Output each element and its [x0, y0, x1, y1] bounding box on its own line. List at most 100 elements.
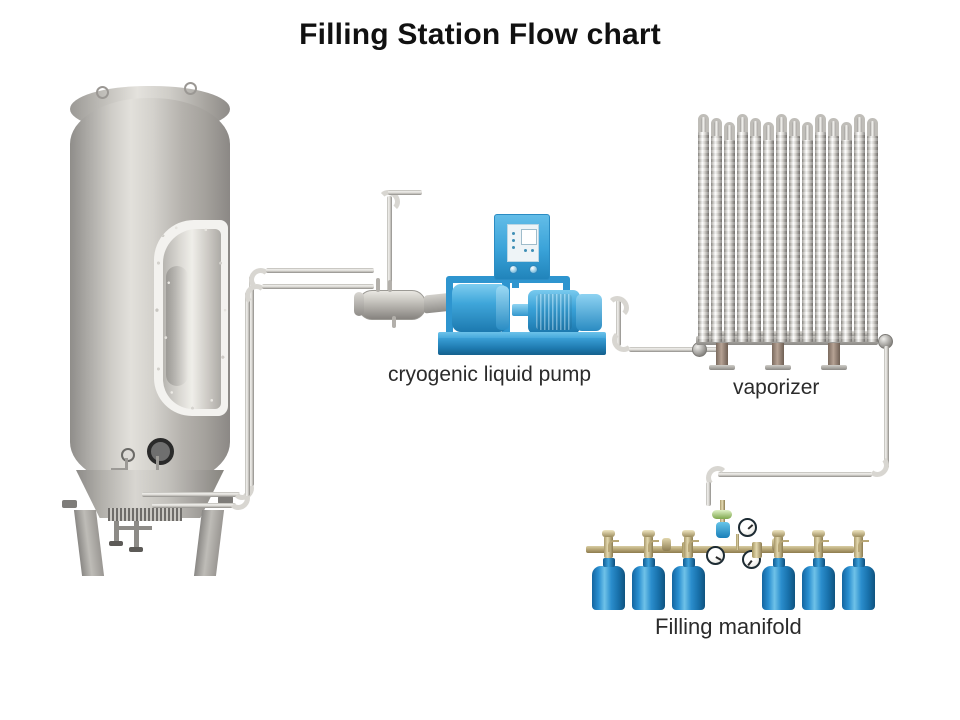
- pump-base-top: [438, 332, 606, 340]
- vaporizer-tube-11: [828, 136, 839, 342]
- tank-bottom-valve-stem-1[interactable]: [114, 521, 119, 543]
- regulator-body: [716, 522, 730, 538]
- tank-leg-left: [73, 510, 105, 576]
- cylinder-pigtail-2: [648, 540, 659, 552]
- cryogenic-liquid-pump[interactable]: [352, 206, 618, 362]
- vaporizer-base-rail: [696, 336, 878, 345]
- tank-bottom-cross-pipe: [118, 526, 152, 530]
- tank-foot-left: [62, 500, 77, 508]
- pump-motor: [528, 290, 580, 334]
- cylinder-valve-knob-4[interactable]: [772, 530, 785, 537]
- gas-cylinder-2[interactable]: [632, 566, 665, 610]
- pipe-elbow-a-top: [249, 268, 271, 290]
- cylinder-pigtail-5: [818, 540, 829, 552]
- manifold-isolation-valve-left[interactable]: [662, 538, 671, 551]
- pipe-tank-outlet-b-riser: [245, 292, 250, 496]
- pipe-tank-outlet-a-riser: [249, 276, 254, 486]
- gas-cylinder-3[interactable]: [672, 566, 705, 610]
- gas-cylinder-5[interactable]: [802, 566, 835, 610]
- control-knob-left[interactable]: [509, 265, 518, 274]
- pipe-manifold-inlet-drop: [706, 482, 711, 506]
- vaporizer-tube-bend-14: [867, 118, 878, 140]
- vaporizer-tube-7: [776, 132, 787, 342]
- vaporizer-tube-10: [815, 132, 826, 342]
- tank-bottom-valve-wheel-1[interactable]: [109, 541, 123, 546]
- pump-base-plate: [438, 338, 606, 355]
- storage-tank[interactable]: [58, 80, 258, 576]
- page-title: Filling Station Flow chart: [299, 18, 661, 51]
- vaporizer-tube-8: [789, 136, 800, 342]
- pipe-to-pump-b: [262, 284, 374, 289]
- pump-control-cabinet[interactable]: [494, 214, 550, 280]
- cylinder-neck-4: [773, 558, 785, 567]
- indicator-lamp-3: [512, 246, 515, 249]
- vaporizer-tube-bend-13: [854, 114, 865, 136]
- cylinder-valve-knob-2[interactable]: [642, 530, 655, 537]
- cylinder-valve-knob-3[interactable]: [682, 530, 695, 537]
- tank-handwheel-valve[interactable]: [147, 438, 174, 465]
- cylinder-neck-3: [683, 558, 695, 567]
- vaporizer-tube-bend-3: [724, 122, 735, 144]
- control-panel-face: [507, 224, 539, 262]
- tank-leg-right: [193, 510, 225, 576]
- filling-manifold[interactable]: [586, 498, 875, 610]
- vaporizer-tube-bend-10: [815, 114, 826, 136]
- pump-cold-end-cap: [354, 292, 364, 316]
- motor-cooling-fins: [536, 294, 572, 330]
- pump-cold-end-drain: [392, 316, 396, 328]
- vaporizer-tube-1: [698, 132, 709, 342]
- manifold-regulator-assembly[interactable]: [702, 500, 740, 554]
- vaporizer-tube-bend-11: [828, 118, 839, 140]
- gauge-pipe-1: [736, 534, 739, 550]
- indicator-lamp-4: [524, 249, 527, 252]
- manifold-tee-right: [752, 542, 762, 558]
- cylinder-pigtail-1: [608, 540, 619, 552]
- control-display-screen: [521, 229, 537, 245]
- vaporizer-tube-bend-5: [750, 118, 761, 140]
- gas-cylinder-6[interactable]: [842, 566, 875, 610]
- vaporizer-tube-12: [841, 140, 852, 342]
- pipe-pump-discharge-riser: [616, 300, 621, 346]
- pipe-elbow-manifold-left: [706, 466, 728, 488]
- tank-side-nozzle: [111, 468, 127, 471]
- cylinder-valve-knob-1[interactable]: [602, 530, 615, 537]
- gas-cylinder-4[interactable]: [762, 566, 795, 610]
- pipe-pump-vent-horizontal: [388, 190, 422, 195]
- cylinder-valve-knob-6[interactable]: [852, 530, 865, 537]
- vaporizer-tube-13: [854, 132, 865, 342]
- cylinder-pigtail-3: [688, 540, 699, 552]
- regulator-handwheel[interactable]: [712, 510, 732, 519]
- cylinder-neck-5: [813, 558, 825, 567]
- cylinder-valve-knob-5[interactable]: [812, 530, 825, 537]
- control-knob-right[interactable]: [529, 265, 538, 274]
- tank-pressure-gauge: [121, 448, 135, 462]
- pipe-elbow-discharge-top: [607, 296, 629, 318]
- pipe-elbow-manifold-right: [867, 455, 889, 477]
- pipe-pump-vent-riser: [387, 196, 392, 292]
- pipe-elbow-discharge-bottom: [612, 330, 634, 352]
- label-cryogenic-liquid-pump: cryogenic liquid pump: [388, 363, 592, 386]
- tank-lifting-lug-right: [184, 82, 197, 95]
- vaporizer-tube-bend-12: [841, 122, 852, 144]
- tank-bottom-valve-stem-2[interactable]: [134, 521, 139, 549]
- cylinder-neck-6: [853, 558, 865, 567]
- pipe-vaporizer-outlet-downcomer: [884, 346, 889, 468]
- tank-insulation-cutaway: [154, 220, 228, 416]
- vaporizer-tube-2: [711, 136, 722, 342]
- pump-cold-end-stub-1: [376, 278, 380, 292]
- motor-fan-cover: [576, 294, 602, 331]
- pump-cold-end-stub-2: [388, 280, 392, 292]
- pressure-gauge-high: [738, 518, 757, 537]
- cylinder-pigtail-6: [858, 540, 869, 552]
- vaporizer-tube-5: [750, 136, 761, 342]
- indicator-lamp-1: [512, 232, 515, 235]
- gas-cylinder-1[interactable]: [592, 566, 625, 610]
- pipe-vaporizer-to-manifold: [718, 472, 872, 477]
- vaporizer-bottom-manifold: [698, 331, 876, 336]
- tank-inner-shadow: [166, 266, 188, 386]
- pipe-tank-outlet-a-horizontal: [142, 492, 240, 497]
- label-filling-manifold: Filling manifold: [655, 614, 802, 639]
- tank-bottom-valve-wheel-2[interactable]: [129, 547, 143, 552]
- vaporizer[interactable]: [694, 112, 884, 370]
